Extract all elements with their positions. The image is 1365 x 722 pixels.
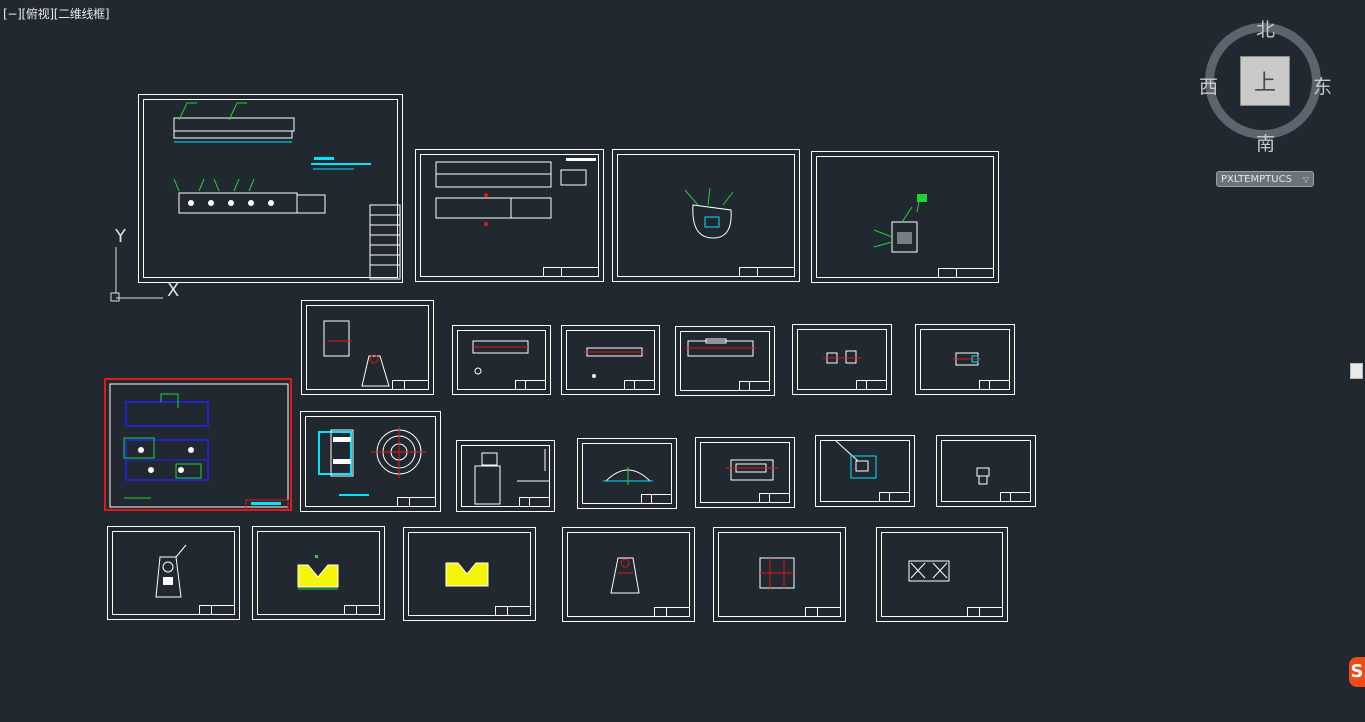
sheet-drawing [823, 350, 861, 364]
scroll-thumb[interactable] [1350, 363, 1363, 379]
ucs-menu[interactable]: PXLTEMPTUCS ▽ [1216, 171, 1314, 187]
sheet-drawing [908, 560, 950, 582]
drawing-sheet[interactable] [107, 526, 240, 620]
sheet-drawing [953, 352, 981, 366]
sheet-drawing [686, 338, 756, 357]
ucs-menu-label: PXLTEMPTUCS [1221, 174, 1292, 185]
visual-style-menu[interactable]: [二维线框] [53, 7, 110, 21]
drawing-sheet[interactable] [915, 324, 1015, 395]
sheet-drawing [726, 459, 778, 481]
drawing-sheet[interactable] [415, 149, 604, 282]
drawing-sheet[interactable] [138, 94, 403, 283]
sheet-drawing [297, 555, 339, 590]
drawing-sheet[interactable] [936, 435, 1036, 507]
chevron-down-icon: ▽ [1302, 175, 1309, 184]
app-badge-icon[interactable]: S [1349, 657, 1365, 687]
ucs-x-label: X [167, 280, 180, 301]
drawing-sheet[interactable] [713, 527, 846, 622]
viewport-controls: [−][俯视][二维线框] [3, 5, 110, 22]
ucs-icon[interactable]: Y X [105, 225, 195, 310]
viewport-control-menu[interactable]: [−] [3, 7, 22, 21]
sheet-drawing [584, 347, 644, 378]
sheet-drawing [474, 449, 549, 505]
sheet-drawing [323, 320, 390, 387]
sheet-drawing [610, 557, 640, 594]
sheet-drawing [603, 467, 653, 485]
ucs-y-label: Y [115, 226, 126, 247]
drawing-sheet[interactable] [403, 527, 536, 621]
sheet-drawing [873, 194, 927, 253]
viewcube[interactable]: 上 北 南 西 东 PXLTEMPTUCS ▽ [1195, 15, 1345, 195]
drawing-sheet[interactable] [561, 325, 660, 395]
drawing-sheet[interactable] [876, 527, 1008, 622]
compass-north[interactable]: 北 [1256, 19, 1276, 41]
sheet-drawing [835, 440, 877, 479]
compass-ring-icon[interactable] [1205, 23, 1321, 139]
vertical-scrollbar[interactable] [1349, 0, 1365, 722]
drawing-sheet-selected[interactable] [104, 378, 292, 511]
drawing-sheet[interactable] [301, 300, 434, 395]
drawing-sheet[interactable] [815, 435, 915, 507]
sheet-drawing [155, 544, 187, 598]
sheet-drawing [976, 467, 990, 485]
drawing-sheet[interactable] [811, 151, 999, 283]
sheet-drawing [435, 158, 596, 226]
compass-west[interactable]: 西 [1199, 76, 1219, 98]
drawing-sheet[interactable] [252, 526, 385, 620]
sheet-drawing [684, 187, 734, 239]
drawing-sheet[interactable] [562, 527, 695, 622]
drawing-sheet[interactable] [300, 411, 441, 512]
compass-east[interactable]: 东 [1313, 76, 1333, 98]
drawing-sheet[interactable] [577, 438, 677, 509]
drawing-sheet[interactable] [675, 326, 775, 396]
drawing-sheet[interactable] [452, 325, 551, 395]
sheet-drawing [173, 102, 401, 280]
sheet-drawing [472, 340, 529, 375]
sheet-drawing [759, 557, 795, 589]
drawing-sheet[interactable] [456, 440, 555, 512]
sheet-drawing [109, 383, 289, 511]
sheet-drawing [445, 562, 489, 587]
view-menu[interactable]: [俯视] [21, 7, 54, 21]
compass-south[interactable]: 南 [1256, 133, 1276, 155]
drawing-sheet[interactable] [792, 324, 892, 395]
sheet-drawing [318, 426, 427, 496]
drawing-sheet[interactable] [612, 149, 800, 282]
drawing-sheet[interactable] [695, 437, 795, 508]
viewcube-top-face[interactable]: 上 [1240, 56, 1290, 106]
